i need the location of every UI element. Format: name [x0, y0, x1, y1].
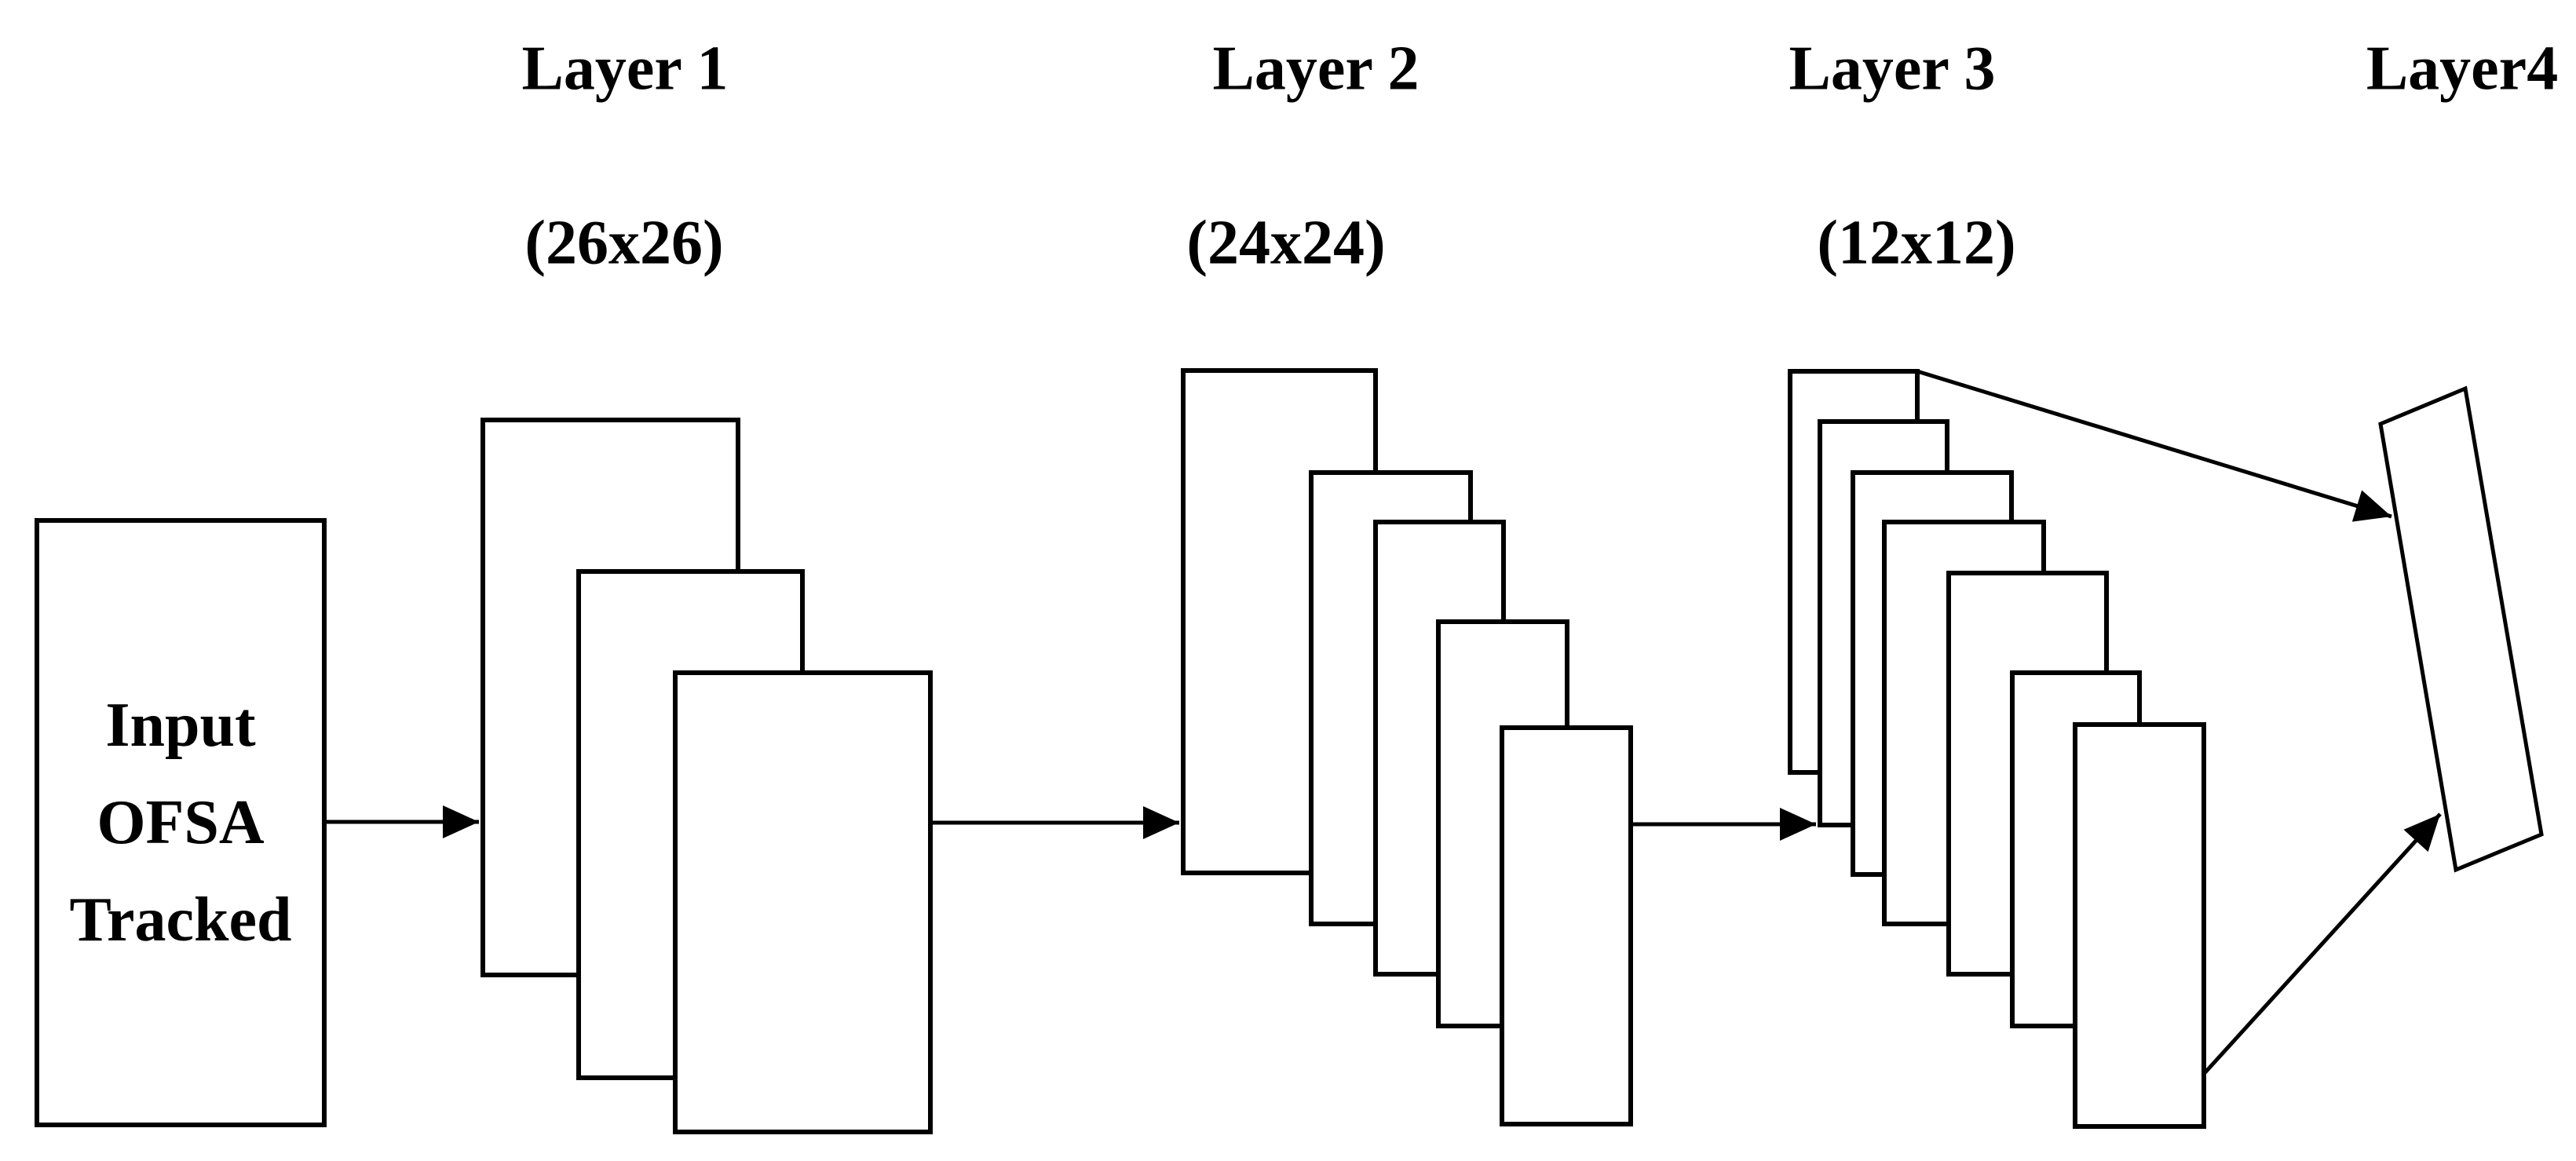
input-box-label: Input OFSA Tracked: [70, 677, 292, 969]
layer4-title: Layer4: [2366, 34, 2559, 104]
input-box: [35, 518, 327, 1127]
layer2-feature-map-5: [1500, 725, 1633, 1126]
layer3-dimensions: (12x12): [1817, 208, 2016, 278]
layer3-title: Layer 3: [1789, 34, 1996, 104]
layer2-dimensions: (24x24): [1186, 208, 1386, 278]
flow-arrow-4: [1916, 369, 2392, 522]
layer4-output-plane: [2378, 385, 2544, 873]
layer1-title: Layer 1: [521, 34, 729, 104]
flow-arrow-5: [2202, 812, 2442, 1075]
input-box-label-line2: OFSA: [97, 788, 265, 857]
input-box-label-line1: Input: [105, 691, 256, 760]
diagram-shapes: [35, 368, 2544, 1134]
input-box-label-line3: Tracked: [69, 885, 292, 955]
layer1-dimensions: (26x26): [524, 208, 724, 278]
layer3-feature-map-7: [2073, 722, 2206, 1129]
layer2-title: Layer 2: [1212, 34, 1420, 104]
layer1-feature-map-3: [673, 670, 933, 1134]
